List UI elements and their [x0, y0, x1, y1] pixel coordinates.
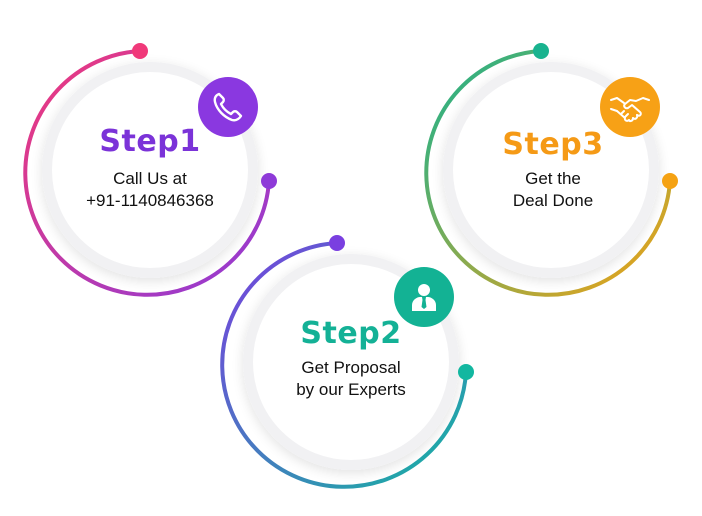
step3-ring-group: [424, 43, 678, 297]
handshake-icon: [610, 97, 650, 123]
businessman-icon: [412, 284, 436, 311]
step3-icon-badge: [600, 77, 660, 137]
step2-arc-start-dot: [329, 235, 345, 251]
step1-icon-badge: [198, 77, 258, 137]
step3-arc-start-dot: [533, 43, 549, 59]
step1-ring-group: [23, 43, 277, 297]
phone-icon: [213, 92, 243, 122]
step1-icon-bg: [198, 77, 258, 137]
step2-ring-arc: [220, 241, 468, 489]
step1-ring-arc: [23, 49, 271, 297]
step2-arc-end-dot: [458, 364, 474, 380]
step2-icon-badge: [394, 267, 454, 327]
step3-arc-end-dot: [662, 173, 678, 189]
step2-ring-group: [220, 235, 474, 489]
step3-ring-arc: [424, 49, 672, 297]
step1-arc-start-dot: [132, 43, 148, 59]
step1-arc-end-dot: [261, 173, 277, 189]
